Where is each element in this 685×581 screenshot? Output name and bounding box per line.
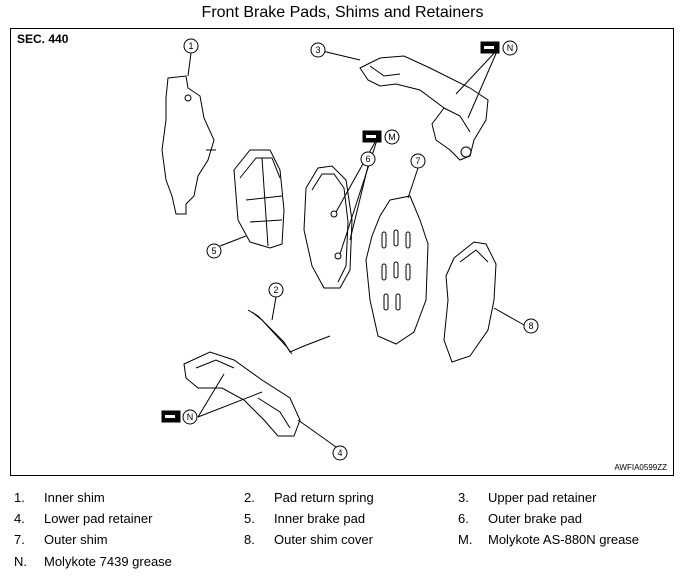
callout-label-8: 8 xyxy=(528,321,533,331)
figure-title: Front Brake Pads, Shims and Retainers xyxy=(201,4,484,21)
grease-callout-circle xyxy=(502,40,518,56)
diagram-frame: SEC. 440 AWFIA0599ZZ xyxy=(10,28,674,476)
callout-label-1: 1 xyxy=(188,41,193,51)
grease-label-n-upper: N xyxy=(507,43,514,53)
callout-label-6: 6 xyxy=(365,154,370,164)
legend-key: N. xyxy=(14,554,27,569)
callout-circle xyxy=(268,282,284,298)
callout-label-4: 4 xyxy=(337,448,342,458)
outer-brake-pad-drawing xyxy=(303,165,353,289)
section-label: SEC. 440 xyxy=(17,32,69,46)
legend-text: Outer shim cover xyxy=(274,532,373,547)
callout-circle xyxy=(183,38,199,54)
callout-label-2: 2 xyxy=(273,285,278,295)
legend-key: 1. xyxy=(14,490,25,505)
callout-label-3: 3 xyxy=(315,45,320,55)
callout-circle xyxy=(523,318,539,334)
legend-key: 3. xyxy=(458,490,469,505)
grease-icon xyxy=(362,130,382,143)
grease-callout-circle xyxy=(182,409,198,425)
legend-key: M. xyxy=(458,532,473,547)
figure-code: AWFIA0599ZZ xyxy=(614,463,667,472)
legend-key: 7. xyxy=(14,532,25,547)
legend-text: Outer brake pad xyxy=(488,511,582,526)
legend-text: Pad return spring xyxy=(274,490,374,505)
grease-icon xyxy=(480,41,500,54)
legend-text: Molykote AS-880N grease xyxy=(488,532,640,547)
legend-key: 5. xyxy=(244,511,255,526)
callout-circle xyxy=(360,151,376,167)
callout-label-5: 5 xyxy=(211,246,216,256)
leader-lines xyxy=(187,48,525,448)
inner-shim-drawing xyxy=(161,75,216,215)
pad-return-spring-drawing xyxy=(247,309,331,355)
legend-text: Molykote 7439 grease xyxy=(44,554,172,569)
legend-text: Upper pad retainer xyxy=(488,490,597,505)
callout-circle xyxy=(206,243,222,259)
legend-key: 6. xyxy=(458,511,469,526)
lower-pad-retainer-drawing xyxy=(183,351,301,437)
callout-circle xyxy=(332,445,348,461)
legend-text: Inner brake pad xyxy=(274,511,366,526)
grease-icon xyxy=(161,410,181,423)
callout-circle xyxy=(410,153,426,169)
inner-brake-pad-drawing xyxy=(233,149,285,249)
grease-label-m: M xyxy=(388,132,396,142)
upper-pad-retainer-drawing xyxy=(359,55,489,161)
legend-key: 8. xyxy=(244,532,255,547)
legend-key: 2. xyxy=(244,490,255,505)
legend-key: 4. xyxy=(14,511,25,526)
legend-text: Inner shim xyxy=(44,490,105,505)
outer-shim-cover-drawing xyxy=(443,241,497,363)
grease-label-n-lower: N xyxy=(187,412,194,422)
outer-shim-drawing xyxy=(365,195,429,345)
callout-label-7: 7 xyxy=(415,156,420,166)
grease-callout-circle xyxy=(384,129,400,145)
legend-text: Outer shim xyxy=(44,532,108,547)
callout-circle xyxy=(310,42,326,58)
legend-text: Lower pad retainer xyxy=(44,511,153,526)
